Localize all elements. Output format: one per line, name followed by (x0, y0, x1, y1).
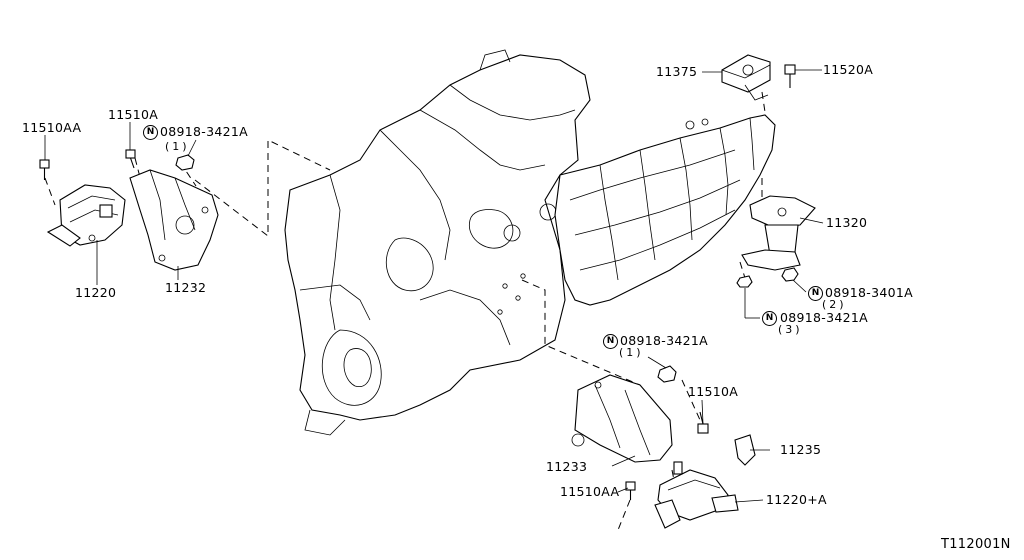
rear-mount-11320 (741, 195, 816, 271)
nut-08918-top (175, 154, 195, 171)
qty-08918-3421A-bottom: (1) (619, 346, 644, 359)
callout-11510AA-top: 11510AA (22, 120, 82, 135)
n-mark-08918-3421A-right: N (762, 311, 777, 326)
callout-11320: 11320 (826, 215, 868, 230)
bolt-11520A (784, 64, 796, 88)
qty-08918-3401A: (2) (822, 298, 847, 311)
nut-08918-3401A (781, 267, 799, 282)
transmission (554, 114, 776, 306)
callout-11220: 11220 (75, 285, 117, 300)
callout-08918-3421A-right: 08918-3421A (780, 310, 868, 325)
callout-11220A: 11220+A (766, 492, 827, 507)
bolt-11510AA-top (39, 159, 50, 180)
bracket-11375 (721, 54, 771, 101)
bolt-11510AA-bottom (625, 481, 636, 500)
figure-id: T112001N (941, 537, 1011, 552)
qty-08918-3421A-top: (1) (165, 140, 190, 153)
callout-08918-3421A-bottom: 08918-3421A (620, 333, 708, 348)
mount-insulator-11220 (46, 184, 126, 247)
callout-11232: 11232 (165, 280, 207, 295)
qty-08918-3421A-right: (3) (778, 323, 803, 336)
callout-11520A: 11520A (823, 62, 874, 77)
leader-lines (44, 69, 824, 503)
nut-08918-3421A-bottom (657, 365, 677, 383)
callout-11510AA-bottom: 11510AA (560, 484, 620, 499)
callout-11510A-bottom: 11510A (688, 384, 739, 399)
callout-11235: 11235 (780, 442, 822, 457)
callout-11510A-top: 11510A (108, 107, 159, 122)
bracket-11232 (129, 169, 219, 271)
engine-block (284, 49, 591, 436)
n-mark-08918-3421A-top: N (143, 125, 158, 140)
mount-insulator-11220A (654, 461, 739, 529)
bolt-11510A-top (125, 149, 136, 169)
callout-11233: 11233 (546, 459, 588, 474)
bracket-11233 (571, 374, 673, 463)
n-mark-08918-3421A-bottom: N (603, 334, 618, 349)
nut-08918-3421A-right (736, 275, 753, 288)
callout-08918-3401A: 08918-3401A (825, 285, 913, 300)
callout-11375: 11375 (656, 64, 698, 79)
callout-08918-3421A-top: 08918-3421A (160, 124, 248, 139)
plate-11235 (734, 434, 756, 466)
n-mark-08918-3401A: N (808, 286, 823, 301)
